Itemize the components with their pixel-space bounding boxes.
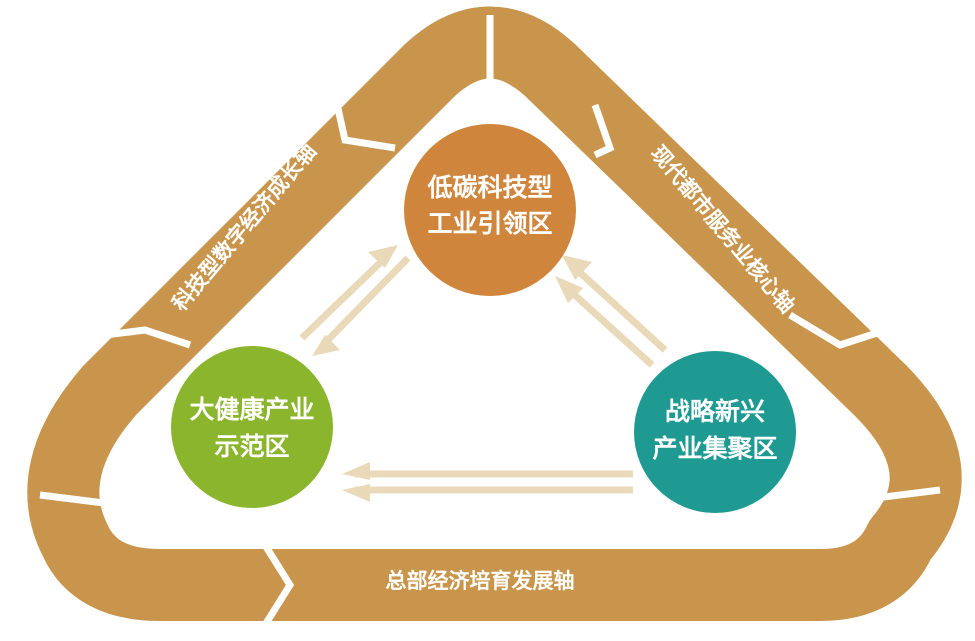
arrow-head-icon bbox=[368, 245, 398, 268]
arrow-head-icon bbox=[555, 276, 583, 303]
node-right-line1: 战略新兴 bbox=[665, 397, 765, 426]
arrow-head-icon bbox=[342, 484, 370, 502]
node-right: 战略新兴 产业集聚区 bbox=[634, 351, 796, 513]
arrow-head-icon bbox=[312, 335, 340, 356]
node-right-line2: 产业集聚区 bbox=[652, 434, 777, 463]
axis-label-bottom: 总部经济培育发展轴 bbox=[386, 569, 575, 593]
arrow-left-to-top bbox=[299, 255, 388, 341]
flow-arrows bbox=[299, 245, 668, 502]
outer-band bbox=[27, 6, 962, 621]
node-left-line1: 大健康产业 bbox=[189, 395, 314, 424]
arrow-right-to-top-1 bbox=[572, 265, 668, 353]
band-gaps bbox=[39, 15, 941, 627]
arrow-top-to-left bbox=[322, 255, 411, 346]
node-top: 低碳科技型 工业引领区 bbox=[404, 124, 576, 296]
arrow-head-icon bbox=[342, 462, 370, 480]
node-left-line2: 示范区 bbox=[214, 432, 289, 461]
arrow-right-to-top-2 bbox=[564, 285, 655, 368]
node-left: 大健康产业 示范区 bbox=[171, 346, 333, 508]
node-top-line1: 低碳科技型 bbox=[426, 173, 552, 202]
arrow-head-icon bbox=[562, 255, 592, 280]
node-top-line2: 工业引领区 bbox=[427, 209, 552, 238]
